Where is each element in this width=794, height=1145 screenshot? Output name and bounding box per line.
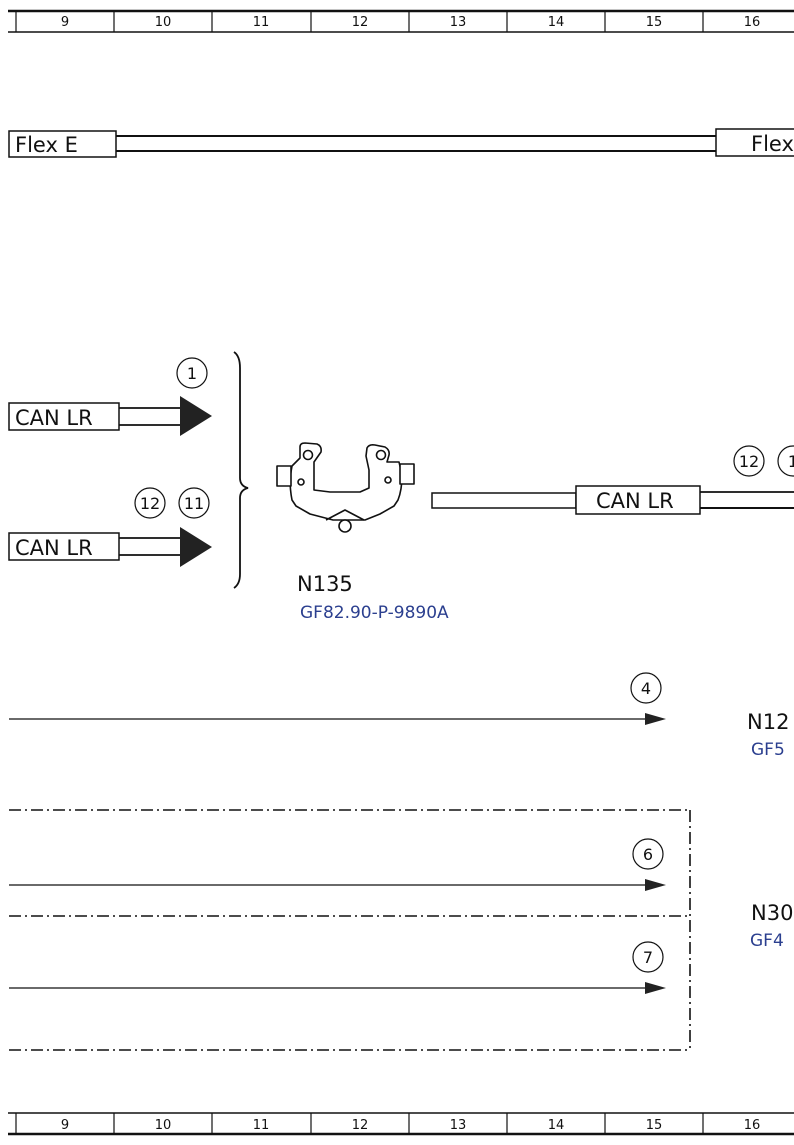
can-lr-box[interactable] — [8, 402, 120, 431]
n30-name: N30 — [751, 901, 793, 925]
n135-name: N135 — [297, 572, 353, 596]
ruler-number: 14 — [548, 15, 565, 30]
arrow-head — [180, 396, 212, 436]
ruler-number: 9 — [61, 15, 69, 30]
marker-circle — [176, 357, 208, 389]
arrow-head — [645, 713, 666, 725]
marker-circle — [632, 838, 664, 870]
ruler-number: 14 — [548, 1118, 565, 1133]
ruler-number: 11 — [253, 15, 270, 30]
flex-right-box[interactable] — [715, 128, 794, 157]
ruler-number: 11 — [253, 1118, 270, 1133]
ruler-number: 16 — [744, 15, 761, 30]
ruler-number: 9 — [61, 1118, 69, 1133]
marker-number: 4 — [641, 679, 651, 698]
flex-e-label: Flex E — [15, 133, 78, 157]
ruler-number: 16 — [744, 1118, 761, 1133]
can-lr-box[interactable] — [575, 485, 701, 515]
marker-circle — [777, 445, 794, 477]
marker-circle — [134, 487, 166, 519]
ruler-number: 12 — [352, 15, 369, 30]
signal-7: 7 — [9, 941, 666, 994]
n135-output: CAN LR 12 1 — [431, 445, 794, 515]
n135-component-icon[interactable] — [276, 442, 415, 533]
ruler-number: 15 — [646, 1118, 663, 1133]
marker-number: 12 — [739, 452, 759, 471]
bottom-ruler: 9 10 11 12 13 14 15 16 — [8, 1112, 794, 1136]
can-lr-label: CAN LR — [15, 406, 93, 430]
n12-name: N12 — [747, 710, 789, 734]
arrow-head — [645, 879, 666, 891]
marker-number: 7 — [643, 948, 653, 967]
marker-number: 12 — [140, 494, 160, 513]
flex-e-box[interactable] — [8, 130, 117, 158]
marker-circle — [632, 941, 664, 973]
can-lr-label: CAN LR — [15, 536, 93, 560]
can-lr-label: CAN LR — [596, 489, 674, 513]
marker-circle — [178, 487, 210, 519]
can-input-2: CAN LR 12 11 — [8, 487, 212, 567]
ruler-number: 13 — [450, 15, 467, 30]
n30-ref-link[interactable]: GF4 — [750, 931, 784, 951]
ruler-number: 10 — [155, 1118, 172, 1133]
signal-4: 4 N12 GF5 — [9, 672, 789, 760]
grouping-brace — [233, 351, 249, 589]
dashed-enclosure — [9, 809, 691, 1051]
arrow-head — [180, 527, 212, 567]
can-lr-box[interactable] — [8, 532, 120, 561]
n12-ref-link[interactable]: GF5 — [751, 740, 785, 760]
ruler-number: 12 — [352, 1118, 369, 1133]
flex-right-label: Flex — [751, 132, 794, 156]
marker-number: 1 — [788, 452, 794, 471]
marker-circle — [733, 445, 765, 477]
ruler-number: 13 — [450, 1118, 467, 1133]
marker-number: 11 — [184, 494, 204, 513]
marker-number: 1 — [187, 364, 197, 383]
ruler-number: 15 — [646, 15, 663, 30]
top-ruler: 9 10 11 12 13 14 15 16 — [8, 9, 794, 33]
arrow-head — [645, 982, 666, 994]
marker-number: 6 — [643, 845, 653, 864]
ruler-number: 10 — [155, 15, 172, 30]
n135-ref-link[interactable]: GF82.90-P-9890A — [300, 603, 449, 623]
can-input-1: CAN LR 1 — [8, 357, 212, 436]
flex-e-bus: Flex E Flex — [8, 128, 794, 158]
signal-6: 6 N30 GF4 — [9, 838, 793, 951]
marker-circle — [630, 672, 662, 704]
